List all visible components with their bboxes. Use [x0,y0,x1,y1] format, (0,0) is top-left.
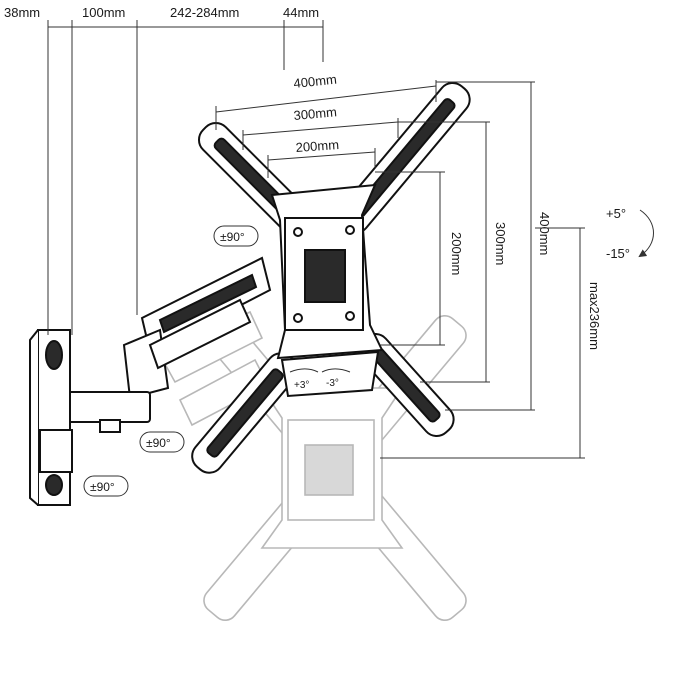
top-dimension-lines [47,20,324,335]
articulating-arm [59,256,272,433]
tilt-down-label: -15° [606,246,630,261]
rotation-badge-wall: ±90° [83,475,129,497]
bracket-lower-left [191,352,299,474]
vesa-vertical-lines [375,81,535,411]
tilt-up-label: +5° [606,206,626,221]
dim-plate-depth: 44mm [283,5,319,20]
vesa-height-300: 300mm [493,222,508,265]
max-height-label: max236mm [587,282,602,350]
dim-arm-reach: 242-284mm [170,5,239,20]
main-mount [191,81,471,474]
level-adjustment: +3° -3° [289,368,351,391]
vesa-height-200: 200mm [449,232,464,275]
dim-wall-plate-depth: 38mm [4,5,40,20]
level-plus-label: +3° [294,380,309,391]
rotation-badge-arm: ±90° [139,431,185,453]
vesa-horizontal-lines [215,80,437,178]
rotation-badge-plate: ±90° [213,225,259,247]
vesa-height-400: 400mm [537,212,552,255]
vesa-width-400: 400mm [293,72,338,91]
dim-arm-offset: 100mm [82,5,125,20]
vesa-width-300: 300mm [293,104,338,123]
vesa-width-200: 200mm [295,137,339,155]
wall-plate [29,329,73,506]
level-minus-label: -3° [326,378,339,389]
rotation-arm-label: ±90° [146,436,171,450]
rotation-wall-label: ±90° [90,480,115,494]
max-height-lines [380,227,585,459]
rotation-plate-label: ±90° [220,230,245,244]
tilt-arrow [638,209,654,258]
